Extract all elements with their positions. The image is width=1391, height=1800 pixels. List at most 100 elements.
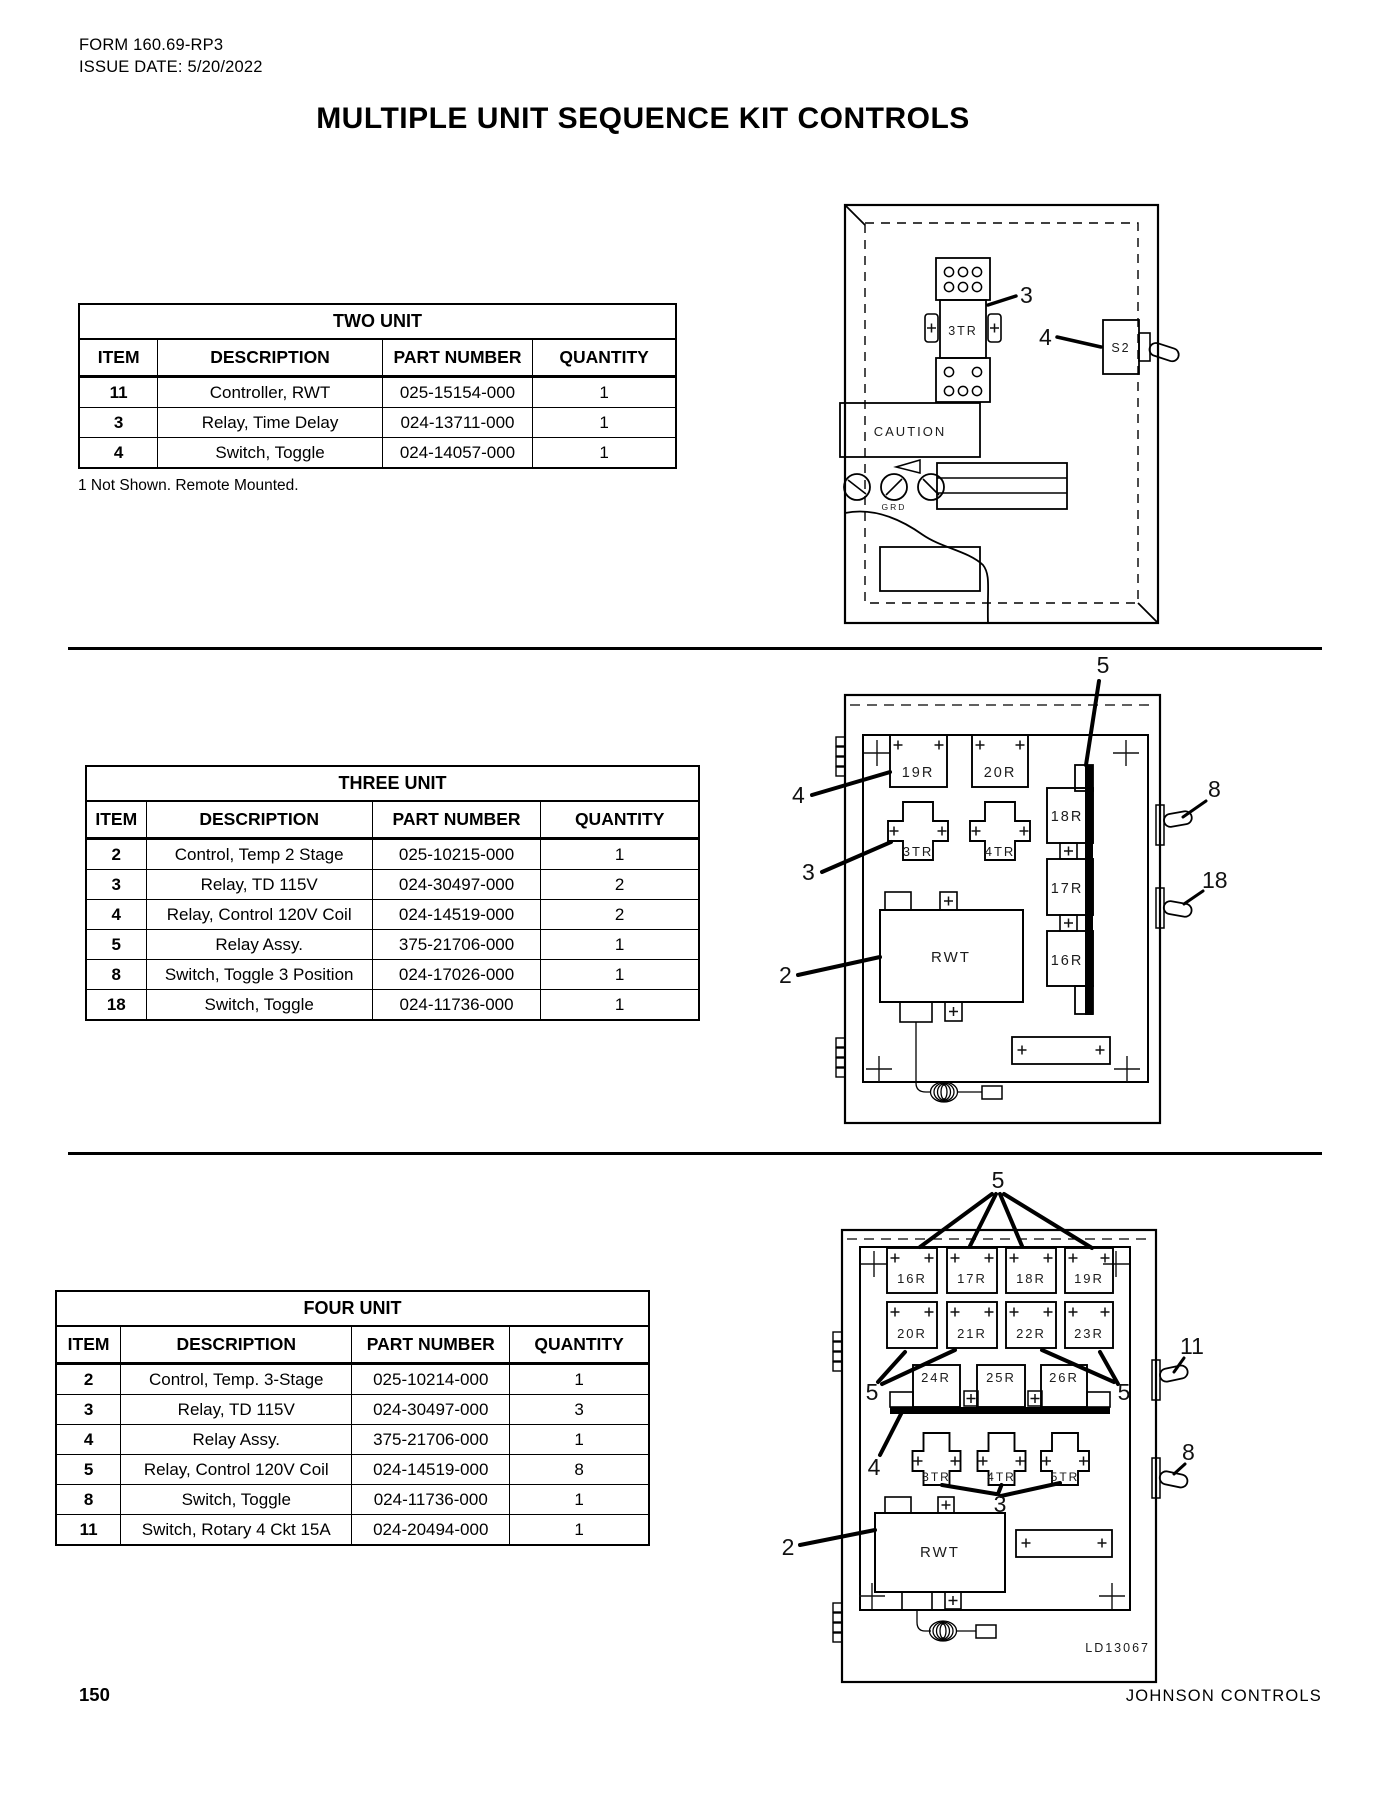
- relay-3tr-label: 3TR: [922, 1470, 951, 1484]
- callout-5-top: 5: [992, 1167, 1005, 1193]
- item-cell: 2: [55, 1363, 122, 1395]
- callout-8: 8: [1208, 776, 1221, 802]
- description-cell: Relay, Time Delay: [157, 407, 383, 438]
- part-number-cell: 024-14057-000: [381, 437, 534, 469]
- column-header: ITEM: [85, 800, 147, 840]
- terminal-strip: [1015, 1529, 1113, 1558]
- callout-2: 2: [779, 962, 792, 988]
- item-cell: 5: [55, 1454, 122, 1485]
- callout-3-leader: [986, 294, 1018, 307]
- quantity-cell: 1: [509, 1514, 650, 1546]
- mounting-plate: [859, 1246, 1131, 1611]
- panel-outline: [840, 1228, 1158, 1684]
- relay-4tr-label: 4TR: [987, 1470, 1016, 1484]
- two-unit-panel-diagram: 3TR 3 S2 4 CAUTION GRD: [839, 203, 1180, 625]
- panel-outline: [843, 203, 1160, 625]
- hinges: [832, 1331, 843, 1643]
- item-cell: 11: [78, 376, 159, 408]
- quantity-cell: 2: [540, 869, 700, 900]
- column-header: ITEM: [55, 1325, 122, 1365]
- timer-relay-3tr: 3TR: [911, 1432, 962, 1486]
- callout-5-right: 5: [1118, 1379, 1131, 1405]
- column-header: DESCRIPTION: [157, 338, 383, 378]
- description-cell: Relay, Control 120V Coil: [120, 1454, 353, 1485]
- toggle-lever: [1162, 900, 1193, 918]
- column-header: QUANTITY: [532, 338, 677, 378]
- column-header: DESCRIPTION: [145, 800, 373, 840]
- part-number-cell: 024-17026-000: [371, 959, 542, 990]
- part-number-cell: 024-11736-000: [351, 1484, 511, 1515]
- part-number-cell: 025-15154-000: [381, 376, 534, 408]
- item-cell: 4: [85, 899, 147, 930]
- relay-3tr-label: 3TR: [903, 844, 934, 859]
- relay-row-2: 20R 21R 22R 23R: [886, 1301, 1114, 1349]
- item-cell: 3: [78, 407, 159, 438]
- section-divider: [68, 647, 1322, 650]
- toggle-switch-s2: S2: [1102, 319, 1180, 375]
- four-unit-panel-diagram: 5 16R 17R 18R 19R 20R 21R: [782, 1167, 1204, 1684]
- item-cell: 2: [85, 838, 147, 870]
- quantity-cell: 1: [540, 838, 700, 870]
- callout-4: 4: [1039, 324, 1052, 350]
- part-number-cell: 024-11736-000: [371, 989, 542, 1021]
- timer-relay-5tr: 5TR: [1040, 1432, 1090, 1486]
- toggle-lever: [1163, 810, 1193, 828]
- relay-19r: 19R: [889, 734, 948, 788]
- item-cell: 8: [85, 959, 147, 990]
- caution-plate: [839, 402, 981, 458]
- time-delay-relay-3tr: 3TR: [924, 257, 1002, 403]
- ground-lugs: GRD: [843, 473, 945, 512]
- toggle-switch: [1155, 887, 1193, 929]
- description-cell: Switch, Toggle: [120, 1484, 353, 1515]
- section-divider: [68, 1152, 1322, 1155]
- relay-4tr-label: 4TR: [985, 844, 1016, 859]
- relay-18r-label: 18R: [1016, 1271, 1046, 1286]
- part-number-cell: 025-10215-000: [371, 838, 542, 870]
- relay-20r-label: 20R: [984, 765, 1017, 781]
- quantity-cell: 1: [509, 1424, 650, 1455]
- column-header: QUANTITY: [509, 1325, 650, 1365]
- quantity-cell: 1: [532, 376, 677, 408]
- callout-5-leaders: [918, 1192, 1094, 1250]
- controller-rwt: RWT: [874, 1496, 1006, 1611]
- item-cell: 3: [85, 869, 147, 900]
- description-cell: Relay, Control 120V Coil: [145, 899, 373, 930]
- table-title: FOUR UNIT: [55, 1290, 650, 1327]
- controller-rwt: RWT: [879, 891, 1024, 1023]
- callout-3: 3: [802, 859, 815, 885]
- column-header: PART NUMBER: [371, 800, 542, 840]
- relay-17r-label: 17R: [957, 1271, 987, 1286]
- description-cell: Controller, RWT: [157, 376, 383, 408]
- callout-3: 3: [1020, 282, 1033, 308]
- relay-25r-label: 25R: [986, 1370, 1016, 1385]
- description-cell: Relay, TD 115V: [145, 869, 373, 900]
- part-number-cell: 024-20494-000: [351, 1514, 511, 1546]
- form-header: FORM 160.69-RP3 ISSUE DATE: 5/20/2022: [79, 34, 263, 78]
- quantity-cell: 1: [532, 437, 677, 469]
- callout-5: 5: [1097, 652, 1110, 678]
- form-number: FORM 160.69-RP3: [79, 36, 224, 54]
- part-number-cell: 024-14519-000: [371, 899, 542, 930]
- switch-lever: [1159, 1364, 1189, 1383]
- part-number-cell: 375-21706-000: [351, 1424, 511, 1455]
- panel-outline: [843, 693, 1162, 1125]
- item-cell: 4: [78, 437, 159, 469]
- terminal-strip: [1011, 1036, 1111, 1065]
- item-cell: 5: [85, 929, 147, 960]
- quantity-cell: 1: [509, 1484, 650, 1515]
- company-name: JOHNSON CONTROLS: [1125, 1687, 1322, 1705]
- relay-rail: [890, 1407, 1110, 1414]
- relay-23r-label: 23R: [1074, 1326, 1104, 1341]
- callout-5-leader: [1084, 679, 1101, 767]
- callout-18: 18: [1202, 867, 1228, 893]
- panel-inner-dashed: [864, 222, 1139, 604]
